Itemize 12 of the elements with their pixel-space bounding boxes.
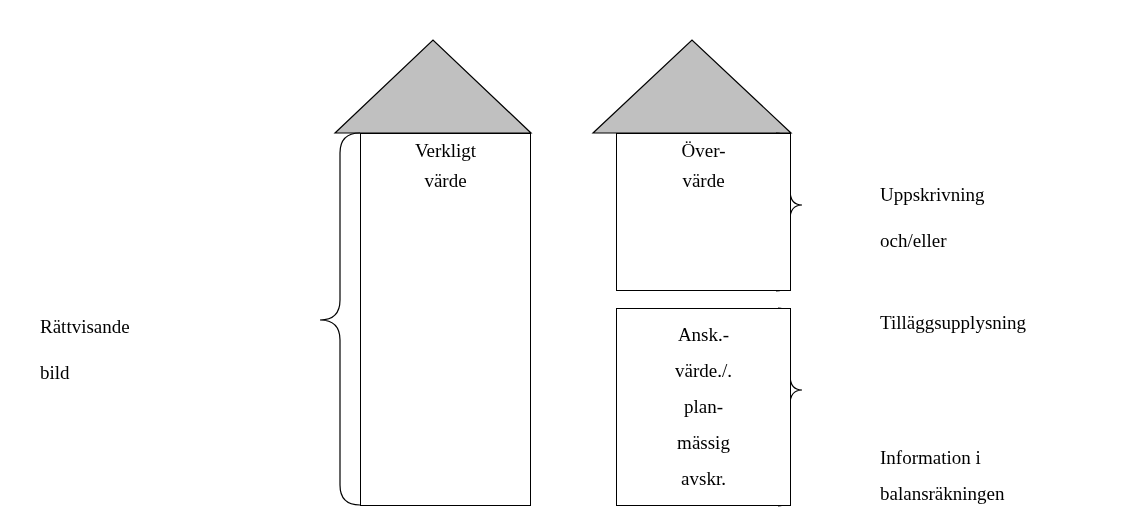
box-text: Över- värde: [680, 139, 727, 193]
value-box: [616, 308, 791, 506]
roof-shape: [333, 39, 533, 134]
value-box: [616, 133, 791, 291]
box-text: Verkligt värde: [413, 139, 478, 193]
side-label: Information i balansräkningen: [880, 446, 1006, 506]
value-box: [360, 133, 531, 506]
side-label: Tilläggsupplysning: [880, 311, 1028, 335]
side-label: Rättvisande bild: [40, 315, 131, 385]
side-label: Uppskrivning och/eller: [880, 183, 986, 253]
box-text: Ansk.- värde./. plan- mässig avskr.: [674, 323, 733, 491]
roof-shape: [591, 39, 793, 134]
